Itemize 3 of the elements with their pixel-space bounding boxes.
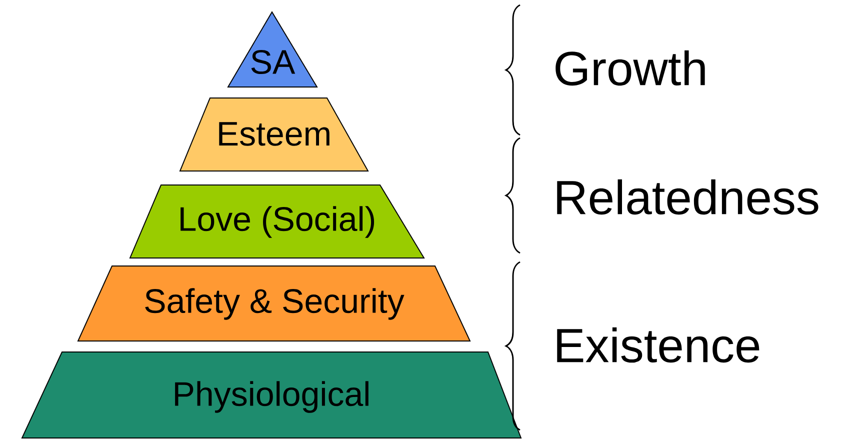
group-label: Growth	[556, 50, 705, 86]
group-label: Relatedness	[557, 179, 818, 215]
group-label: Existence	[557, 327, 760, 363]
